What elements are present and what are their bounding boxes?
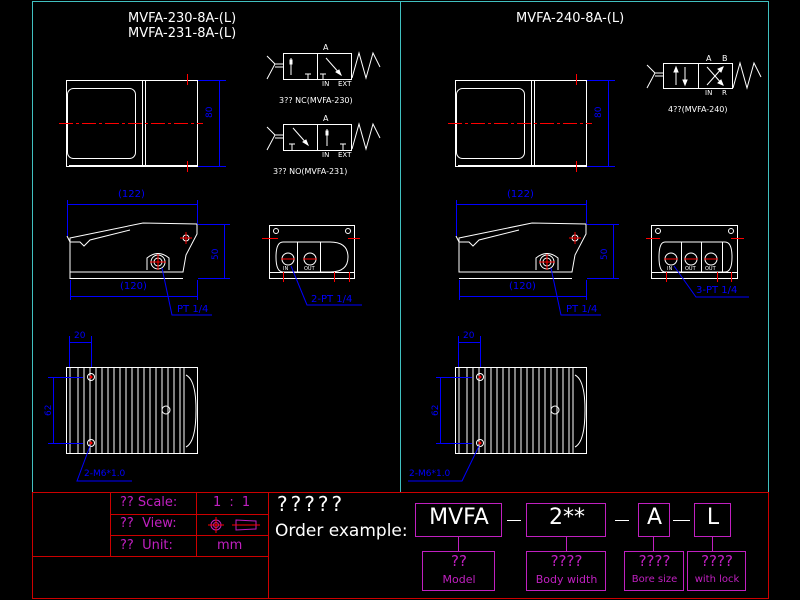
valve-symbol-no bbox=[266, 122, 381, 151]
right-side-overall-length: (122) bbox=[507, 189, 534, 200]
code-part-lock: L bbox=[706, 505, 720, 530]
right-bottom-dims bbox=[408, 336, 481, 482]
left-side-port-label: PT 1/4 bbox=[177, 304, 209, 315]
left-end-port-in: IN bbox=[283, 266, 289, 272]
valve-symbol-nc bbox=[266, 51, 381, 80]
desc-bore-size-q: ???? bbox=[638, 552, 671, 570]
left-bottom-hole-label: 2-M6*1.0 bbox=[84, 469, 126, 479]
right-end-port-out2: OUT bbox=[705, 266, 716, 272]
valve-symbol-4port bbox=[646, 61, 762, 90]
left-bottom-holes bbox=[89, 375, 93, 445]
code-part-bore-size: A bbox=[646, 505, 663, 530]
projection-icon bbox=[208, 517, 260, 533]
right-top-dims bbox=[587, 80, 615, 167]
desc-model-q: ?? bbox=[451, 552, 467, 570]
no-port-a: A bbox=[323, 114, 329, 123]
left-side-height-dim: 50 bbox=[211, 248, 221, 260]
right-side-dims bbox=[456, 200, 619, 316]
right-top-height-dim: 80 bbox=[594, 106, 604, 118]
drawing-frame bbox=[32, 1, 769, 492]
left-top-dims bbox=[198, 80, 226, 167]
left-side-dims bbox=[67, 200, 230, 316]
right-side-port-label: PT 1/4 bbox=[566, 304, 598, 315]
right-end-port-out1: OUT bbox=[685, 266, 696, 272]
left-end-port-out: OUT bbox=[304, 266, 315, 272]
left-end-port-label: 2-PT 1/4 bbox=[311, 294, 353, 305]
4port-port-in: IN bbox=[705, 89, 713, 97]
left-side-centerlines bbox=[150, 232, 192, 270]
right-title: MVFA-240-8A-(L) bbox=[516, 11, 625, 26]
code-part-model: MVFA bbox=[429, 505, 489, 530]
right-side-view bbox=[455, 222, 587, 279]
desc-body-width-label: Body width bbox=[535, 573, 598, 586]
right-end-port-in: IN bbox=[667, 266, 673, 272]
right-bottom-hole-spacing: 62 bbox=[431, 404, 441, 416]
right-bottom-holes bbox=[478, 375, 482, 445]
right-side-base-length: (120) bbox=[509, 281, 536, 292]
order-code-boxes bbox=[415, 503, 746, 591]
nc-port-a: A bbox=[323, 43, 329, 52]
code-part-body-width: 2** bbox=[549, 505, 585, 530]
view-label: ?? View: bbox=[120, 516, 177, 531]
4port-caption: 4??(MVFA-240) bbox=[668, 105, 728, 114]
right-top-centerlines bbox=[448, 74, 592, 172]
no-caption: 3?? NO(MVFA-231) bbox=[273, 167, 348, 176]
4port-port-r: R bbox=[722, 89, 727, 97]
title-block-grid bbox=[32, 492, 769, 599]
desc-lock-label: with lock bbox=[694, 574, 740, 585]
order-heading: ????? bbox=[277, 492, 346, 516]
scale-label: ?? Scale: bbox=[120, 495, 178, 510]
left-bottom-hole-spacing: 62 bbox=[44, 404, 54, 416]
desc-model-label: Model bbox=[442, 573, 476, 586]
left-side-base-length: (120) bbox=[120, 281, 147, 292]
right-side-height-dim: 50 bbox=[600, 248, 610, 260]
scale-value: 1 : 1 bbox=[213, 495, 253, 510]
right-bottom-view bbox=[455, 367, 587, 454]
no-port-ext: EXT bbox=[338, 151, 352, 159]
nc-port-ext: EXT bbox=[338, 80, 352, 88]
right-bottom-hole-offset: 20 bbox=[463, 331, 475, 341]
desc-lock-q: ???? bbox=[701, 552, 733, 570]
4port-port-b: B bbox=[722, 54, 728, 63]
desc-body-width-q: ???? bbox=[550, 552, 583, 570]
unit-value: mm bbox=[217, 538, 243, 553]
right-side-centerlines bbox=[539, 232, 581, 270]
left-title-line2: MVFA-231-8A-(L) bbox=[128, 26, 237, 41]
nc-port-in: IN bbox=[322, 80, 330, 88]
left-end-leader bbox=[290, 265, 362, 306]
4port-port-a: A bbox=[706, 54, 712, 63]
no-port-in: IN bbox=[322, 151, 330, 159]
left-bottom-dims bbox=[48, 336, 132, 482]
right-bottom-hole-label: 2-M6*1.0 bbox=[409, 469, 451, 479]
left-end-centerlines bbox=[262, 238, 360, 282]
left-title-line1: MVFA-230-8A-(L) bbox=[128, 11, 237, 26]
left-bottom-view bbox=[66, 367, 198, 454]
left-side-view bbox=[66, 222, 198, 279]
left-top-centerlines bbox=[59, 74, 203, 172]
unit-label: ?? Unit: bbox=[120, 538, 173, 553]
right-end-centerlines bbox=[646, 238, 744, 282]
right-end-port-label: 3-PT 1/4 bbox=[696, 285, 738, 296]
left-side-overall-length: (122) bbox=[118, 189, 145, 200]
left-bottom-hole-offset: 20 bbox=[74, 331, 86, 341]
order-example-label: Order example: bbox=[275, 521, 408, 541]
right-end-leader bbox=[673, 265, 749, 298]
nc-caption: 3?? NC(MVFA-230) bbox=[279, 96, 353, 105]
desc-bore-size-label: Bore size bbox=[631, 574, 678, 585]
left-top-height-dim: 80 bbox=[205, 106, 215, 118]
